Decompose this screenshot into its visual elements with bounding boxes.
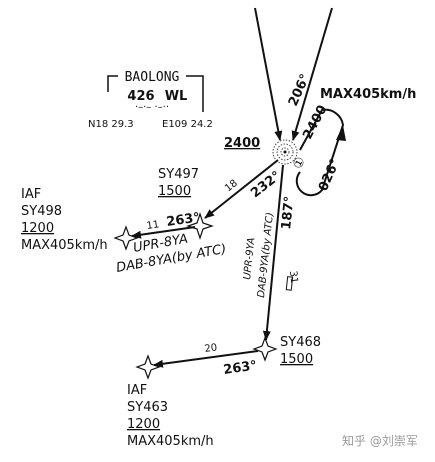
leg-sy463-distance: 20 [204,342,218,355]
navaid-name: BAOLONG [125,70,180,85]
leg-sy468-course: 187° [279,195,297,230]
fix-sy498-role: IAF [21,187,41,202]
holding-speed: MAX405km/h [320,87,416,102]
holding-outbound-course: 026° [316,157,343,194]
fix-sy498-speed: MAX405km/h [21,238,108,253]
watermark: 知乎 @刘崇军 [342,434,418,448]
leg-sy497-course: 232° [248,169,284,202]
leg-sy498-distance: 11 [146,219,160,232]
inbound-track-right [291,7,333,141]
fix-sy468-symbol [252,336,278,362]
ndb-station-symbol [272,139,298,165]
holding-inbound-course: 206° [286,72,313,109]
fix-sy463-symbol [135,354,161,380]
leg-sy497-to-sy498 [131,226,196,239]
fix-sy463-role: IAF [127,383,147,398]
navaid-frequency: 426 [127,89,154,104]
leg-sy468-distance: 31 [287,270,299,284]
fix-sy498-altitude: 1200 [21,221,54,236]
fix-sy468-altitude: 1500 [280,352,313,367]
leg-sy468-to-sy463 [153,350,259,368]
holding-altitude: 2400 [300,103,330,142]
leg-station-to-sy497 [204,159,279,219]
fix-sy498-name: SY498 [21,204,62,219]
fix-sy463-altitude: 1200 [127,417,160,432]
proc-sy468-upr: UPR-9YA [242,237,257,281]
leg-sy468-marker [285,276,294,291]
holding-turn-indicator: ① [290,155,309,172]
navaid-latitude: N18 29.3 [88,119,134,130]
leg-sy463-course: 263° [222,358,257,378]
proc-sy468-dab: DAB-9YA(by ATC) [256,212,276,299]
navaid-morse: ·–·– ·–·· [135,102,169,113]
navaid-info-box: BAOLONG 426 WL ·–·– ·–·· N18 29.3 E109 2… [88,70,213,130]
fix-sy463-speed: MAX405km/h [127,434,214,449]
navaid-ident: WL [165,89,188,104]
leg-station-to-sy468 [262,164,284,341]
leg-sy498-course: 263° [165,210,200,230]
navaid-longitude: E109 24.2 [162,119,213,130]
fix-sy497-altitude: 1500 [158,184,191,199]
station-altitude: 2400 [224,136,260,151]
fix-sy468-name: SY468 [280,335,321,350]
fix-sy497-symbol [186,212,214,240]
fix-sy463-name: SY463 [127,400,168,415]
fix-sy497-name: SY497 [158,167,199,182]
inbound-track-left [254,7,283,141]
holding-pattern [295,108,346,197]
fix-sy498-symbol [113,225,139,251]
